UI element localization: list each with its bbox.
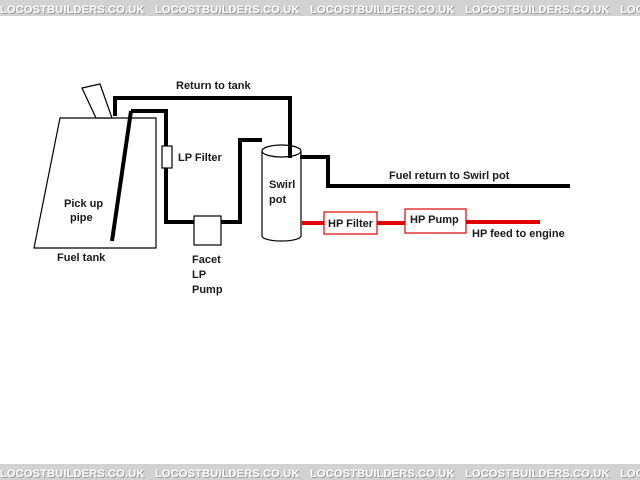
lp-pump-to-swirl-pot-line [220,138,262,224]
facet-lp-pump-label-line2: LP [192,269,206,281]
hp-filter-box [323,211,378,235]
hp-pump-box [404,208,467,234]
fuel-tank-outline [33,117,157,249]
swirl-pot-body [262,151,301,237]
fuel-return-to-swirl-pot-line [300,155,570,188]
swirl-pot-label-line1: Swirl [269,179,295,191]
watermark-band-top: LOCOSTBUILDERS.CO.UK LOCOSTBUILDERS.CO.U… [0,0,640,16]
lp-filter-label: LP Filter [178,152,223,164]
pick-up-pipe-label-line2: pipe [70,212,93,224]
facet-lp-pump-label-line1: Facet [192,254,221,266]
facet-lp-pump-label-line3: Pump [192,284,223,296]
watermark-text: LOCOSTBUILDERS.CO.UK [155,4,300,16]
filler-neck [81,83,113,119]
watermark-text: LOCOSTBUILDERS.CO.UK [0,468,145,480]
facet-lp-pump-box [193,215,222,246]
watermark-text: LOCOSTBUILDERS.CO.UK [620,4,640,16]
return-to-tank-label: Return to tank [176,80,251,92]
watermark-band-bottom: LOCOSTBUILDERS.CO.UK LOCOSTBUILDERS.CO.U… [0,464,640,480]
watermark-text: LOCOSTBUILDERS.CO.UK [155,468,300,480]
hp-pump-label: HP Pump [410,214,459,226]
pick-up-pipe-label-line1: Pick up [64,198,103,210]
watermark-text: LOCOSTBUILDERS.CO.UK [465,4,610,16]
watermark-text: LOCOSTBUILDERS.CO.UK [0,4,145,16]
swirl-pot-bottom [261,235,302,242]
hp-filter-label: HP Filter [328,218,374,230]
return-to-tank-line [113,96,292,158]
lp-filter-box [161,145,173,169]
watermark-text: LOCOSTBUILDERS.CO.UK [310,468,455,480]
hp-feed-to-engine-label: HP feed to engine [472,228,565,240]
watermark-text: LOCOSTBUILDERS.CO.UK [465,468,610,480]
watermark-text: LOCOSTBUILDERS.CO.UK [620,468,640,480]
watermark-text: LOCOSTBUILDERS.CO.UK [310,4,455,16]
pick-up-pipe [110,110,133,242]
swirl-pot-label-line2: pot [269,194,286,206]
swirl-pot-top [261,144,302,158]
fuel-tank-label: Fuel tank [57,252,106,264]
fuel-return-to-swirl-pot-label: Fuel return to Swirl pot [389,170,510,182]
